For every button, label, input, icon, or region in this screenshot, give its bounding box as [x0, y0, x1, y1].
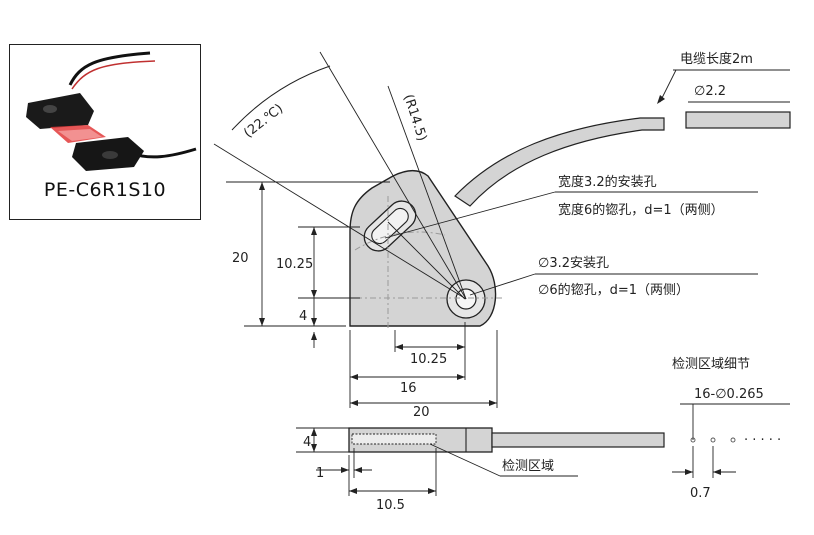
radius-label: (R14.5)	[400, 93, 429, 143]
horizontal-dimension-lines	[349, 322, 498, 408]
dim-width-20: 20	[413, 405, 430, 420]
side-dimension-lines	[296, 427, 501, 496]
cable-outline	[454, 117, 665, 207]
dim-thickness-4: 4	[303, 435, 311, 450]
round-hole-label: ∅3.2安装孔	[538, 256, 609, 271]
detect-area-label: 检测区域	[502, 459, 554, 474]
dim-height-4: 4	[299, 309, 307, 324]
detect-spec-label: 16-∅0.265	[694, 387, 764, 402]
product-photo-frame: PE-C6R1S10	[9, 44, 201, 220]
detect-pitch-label: 0.7	[690, 486, 711, 501]
leader-lines	[384, 69, 790, 440]
cable-end-segment	[685, 111, 791, 129]
center-lines	[300, 196, 505, 330]
dim-width-10-25: 10.25	[410, 352, 447, 367]
horizontal-dimension-arrows	[350, 344, 497, 406]
cable-diameter-label: ∅2.2	[694, 84, 726, 99]
side-view-detect-window	[351, 433, 437, 445]
vertical-dimension-arrows	[259, 182, 317, 340]
slot-counterbore-label: 宽度6的锪孔，d=1（两侧）	[558, 202, 724, 218]
construction-lines	[213, 51, 467, 300]
dim-width-16: 16	[400, 381, 417, 396]
side-dimension-arrows	[311, 428, 436, 494]
angle-label: (22.℃)	[241, 101, 286, 141]
pitch-dimension-arrows	[685, 469, 721, 475]
dim-offset-1: 1	[316, 466, 324, 481]
pitch-dimension-lines	[672, 446, 736, 478]
vertical-dimension-lines	[244, 182, 360, 348]
model-number-label: PE-C6R1S10	[43, 179, 167, 201]
detect-dots	[690, 437, 736, 443]
detect-detail-title: 检测区域细节	[672, 357, 750, 372]
dim-height-20: 20	[232, 251, 249, 266]
slot-hole-label: 宽度3.2的安装孔	[558, 174, 657, 190]
side-view-cable	[491, 432, 665, 448]
detect-dots-ellipsis: · · · · ·	[744, 433, 781, 448]
round-counterbore-label: ∅6的锪孔，d=1（两侧）	[538, 282, 689, 298]
cable-length-label: 电缆长度2m	[680, 51, 753, 67]
dim-height-10-25: 10.25	[276, 257, 313, 272]
slot-mounting-hole	[363, 200, 417, 252]
dim-length-10-5: 10.5	[376, 498, 405, 513]
sensor-photo-image	[26, 51, 197, 171]
